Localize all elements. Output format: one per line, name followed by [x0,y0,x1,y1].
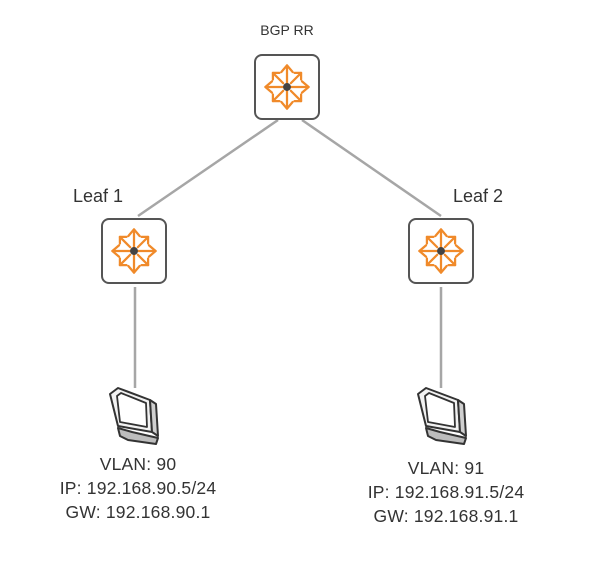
leaf2-label: Leaf 2 [452,186,504,206]
host2-gateway: GW: 192.168.91.1 [373,506,519,526]
leaf1-switch[interactable] [101,218,167,284]
host2-monitor-icon[interactable] [414,386,470,450]
host2-vlan: VLAN: 91 [407,458,485,478]
link-rr-leaf2 [301,118,442,218]
host2-ip: IP: 192.168.91.5/24 [367,482,525,502]
switch-arrows-icon [111,228,157,274]
switch-arrows-icon [264,64,310,110]
leaf1-label: Leaf 1 [72,186,124,206]
leaf2-switch[interactable] [408,218,474,284]
host1-info: VLAN: 90 IP: 192.168.90.5/24 GW: 192.168… [60,452,217,524]
host1-gateway: GW: 192.168.90.1 [65,502,211,522]
link-rr-leaf1 [137,118,279,218]
route-reflector-label: BGP RR [260,22,314,38]
route-reflector-switch[interactable] [254,54,320,120]
host2-info: VLAN: 91 IP: 192.168.91.5/24 GW: 192.168… [368,456,525,528]
switch-arrows-icon [418,228,464,274]
host1-vlan: VLAN: 90 [99,454,177,474]
host1-ip: IP: 192.168.90.5/24 [59,478,217,498]
host1-monitor-icon[interactable] [106,386,162,450]
